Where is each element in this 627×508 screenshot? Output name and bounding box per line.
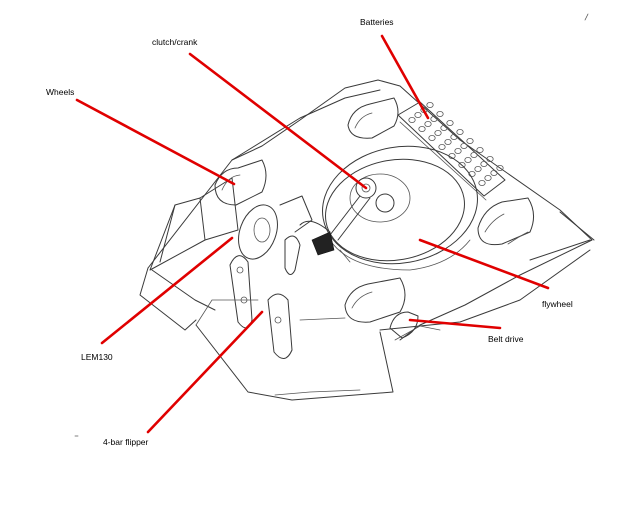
label-flywheel: flywheel (542, 299, 573, 309)
battery-cell (490, 169, 498, 176)
chassis-outline (74, 13, 595, 437)
battery-cell (470, 151, 478, 158)
battery-cell (426, 102, 434, 109)
left-armor (149, 177, 239, 271)
wheel-front-left (214, 159, 267, 206)
label-clutch-crank: clutch/crank (152, 37, 198, 47)
label-batteries: Batteries (360, 17, 394, 27)
battery-cell (408, 117, 416, 124)
lem130-motor (238, 195, 313, 260)
battery-cell (460, 142, 468, 149)
battery-cell (440, 125, 448, 132)
battery-cell (454, 147, 462, 154)
label-lem130: LEM130 (81, 352, 113, 362)
leader-flywheel (418, 238, 550, 290)
battery-cell (424, 121, 432, 128)
leader-four-bar-flipper (146, 310, 264, 434)
battery-cell (484, 174, 492, 181)
label-wheels: Wheels (46, 87, 75, 97)
battery-cell (414, 112, 422, 119)
battery-cell (474, 165, 482, 172)
label-four-bar-flipper: 4-bar flipper (103, 437, 149, 447)
battery-cell (486, 155, 494, 162)
battery-cell (444, 138, 452, 145)
leader-batteries (380, 34, 430, 120)
belt-drive (389, 311, 419, 339)
label-belt-drive: Belt drive (488, 334, 524, 344)
battery-cell (466, 137, 474, 144)
battery-cell (458, 161, 466, 168)
leader-belt-drive (408, 318, 502, 330)
battery-cell (446, 120, 454, 127)
leader-lines (75, 34, 550, 434)
battery-cell (436, 111, 444, 118)
battery-cell (478, 179, 486, 186)
battery-cell (418, 126, 426, 133)
battery-cell (456, 128, 464, 135)
battery-cell (428, 134, 436, 141)
leader-clutch-crank (188, 52, 368, 190)
battery-cell (430, 116, 438, 123)
clutch-crank (299, 177, 395, 263)
four-bar-flipper (195, 235, 346, 359)
battery-pack (397, 101, 506, 201)
battery-cell (464, 156, 472, 163)
leader-wheels (75, 98, 236, 186)
wheel-front-right (344, 277, 406, 323)
battery-cell (450, 133, 458, 140)
battery-cell (438, 143, 446, 150)
wheel-rear-right (477, 197, 534, 246)
wheel-rear-left (347, 97, 399, 139)
flywheel (322, 145, 478, 271)
battery-cell (496, 164, 504, 171)
battery-cell (434, 129, 442, 136)
battery-cell (480, 160, 488, 167)
leader-lem130 (100, 236, 234, 345)
battery-cell (476, 146, 484, 153)
